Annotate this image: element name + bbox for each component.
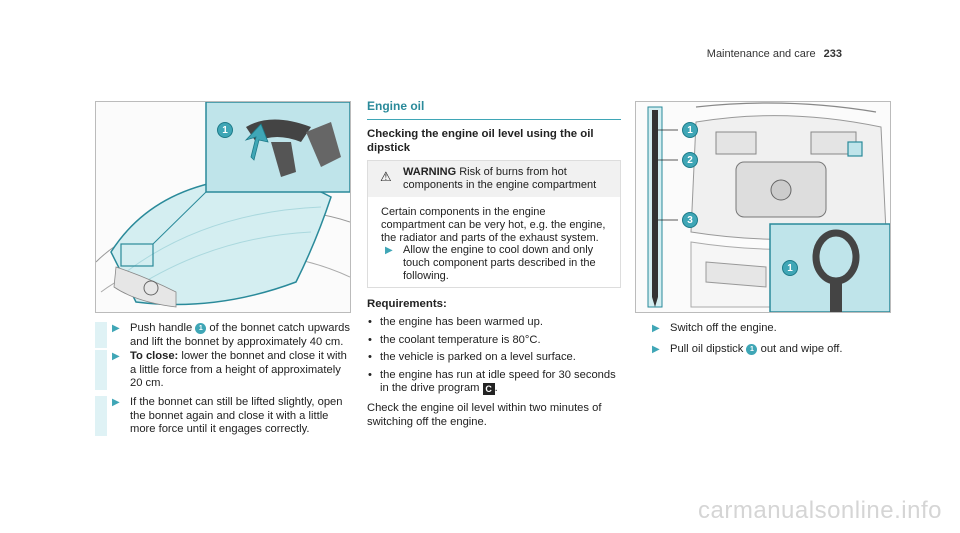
step-arrow-icon: ▶ [652, 323, 660, 334]
callout-badge: 1 [682, 122, 698, 138]
list-item: • the engine has been warmed up. [367, 316, 621, 330]
step-bar [95, 350, 107, 390]
step-arrow-icon: ▶ [112, 397, 120, 408]
warning-triangle-icon: ⚠ [380, 169, 392, 184]
watermark: carmanualsonline.info [698, 497, 942, 524]
list-item: • the coolant temperature is 80°C. [367, 334, 621, 348]
requirements-title: Requirements: [367, 298, 447, 310]
step-text-body: lower the bonnet and close it with a lit… [130, 350, 347, 389]
step-arrow-icon: ▶ [385, 245, 393, 256]
warning-label: WARNING [403, 166, 457, 178]
warning-body: Certain components in the engine compart… [381, 206, 606, 244]
section-name: Maintenance and care [706, 48, 816, 60]
step-if-lifted: ▶ If the bonnet can still be lifted slig… [95, 396, 351, 436]
step-text: Switch off the engine. [670, 322, 777, 334]
step-text-pre: Pull oil dipstick [670, 343, 747, 355]
step-arrow-icon: ▶ [652, 344, 660, 355]
callout-badge: 3 [682, 212, 698, 228]
section-title: Engine oil [367, 99, 425, 113]
step-text-post: of the bonnet catch upwards and lift the… [130, 322, 350, 348]
callout-badge: 1 [782, 260, 798, 276]
list-item-text: the coolant temperature is 80°C. [380, 333, 541, 346]
check-instruction: Check the engine oil level within two mi… [367, 402, 602, 428]
step-push-handle: ▶ Push handle 1 of the bonnet catch upwa… [95, 322, 351, 348]
bullet-icon: • [368, 368, 372, 381]
list-item: • the vehicle is parked on a level surfac… [367, 351, 621, 365]
step-bar [95, 396, 107, 436]
warning-summary: Risk of burns from hot components in the… [403, 166, 597, 191]
warning-header-text: WARNING Risk of burns from hot component… [403, 166, 613, 192]
step-text: To close: lower the bonnet and close it … [130, 350, 350, 391]
step-text-post: out and wipe off. [757, 343, 843, 355]
drive-program-c-icon: C [482, 383, 495, 395]
bonnet-figure: 1 [95, 101, 351, 313]
warning-step-text: Allow the engine to cool down and only t… [403, 244, 596, 282]
step-pull-dipstick: ▶ Pull oil dipstick 1 out and wipe off. [635, 343, 891, 357]
engine-bay-illustration [636, 102, 890, 312]
step-text-bold: To close: [130, 350, 179, 362]
warning-box: ⚠ WARNING Risk of burns from hot compone… [367, 160, 621, 288]
callout-badge: 2 [682, 152, 698, 168]
callout-badge: 1 [195, 323, 207, 335]
engine-bay-figure: 1 2 3 1 [635, 101, 891, 313]
list-item-text: the engine has run at idle speed for 30 … [380, 368, 616, 395]
section-rule [367, 119, 621, 120]
callout-badge: 1 [217, 122, 233, 138]
page-number: 233 [823, 48, 842, 60]
step-text: If the bonnet can still be lifted slight… [130, 396, 343, 435]
step-switch-off: ▶ Switch off the engine. [635, 322, 891, 336]
bullet-icon: • [368, 351, 372, 363]
page-header: Maintenance and care 233 [707, 48, 842, 60]
step-text: Pull oil dipstick 1 out and wipe off. [670, 343, 890, 357]
list-item-text: the vehicle is parked on a level surface… [380, 351, 576, 363]
step-text: Push handle 1 of the bonnet catch upward… [130, 322, 350, 349]
warning-header: ⚠ WARNING Risk of burns from hot compone… [368, 161, 620, 197]
step-to-close: ▶ To close: lower the bonnet and close i… [95, 350, 351, 390]
requirements-list: • the engine has been warmed up. • the coo… [367, 316, 621, 400]
list-item: • the engine has run at idle speed for 30… [368, 368, 616, 395]
step-text-pre: Push handle [130, 322, 196, 334]
step-bar [95, 322, 107, 348]
list-item-text: the engine has been warmed up. [380, 316, 543, 328]
subsection-title: Checking the engine oil level using the … [367, 128, 594, 154]
step-arrow-icon: ▶ [112, 323, 120, 334]
bullet-icon: • [368, 316, 372, 328]
callout-badge: 1 [746, 344, 758, 356]
step-arrow-icon: ▶ [112, 351, 120, 362]
bullet-icon: • [368, 333, 372, 346]
